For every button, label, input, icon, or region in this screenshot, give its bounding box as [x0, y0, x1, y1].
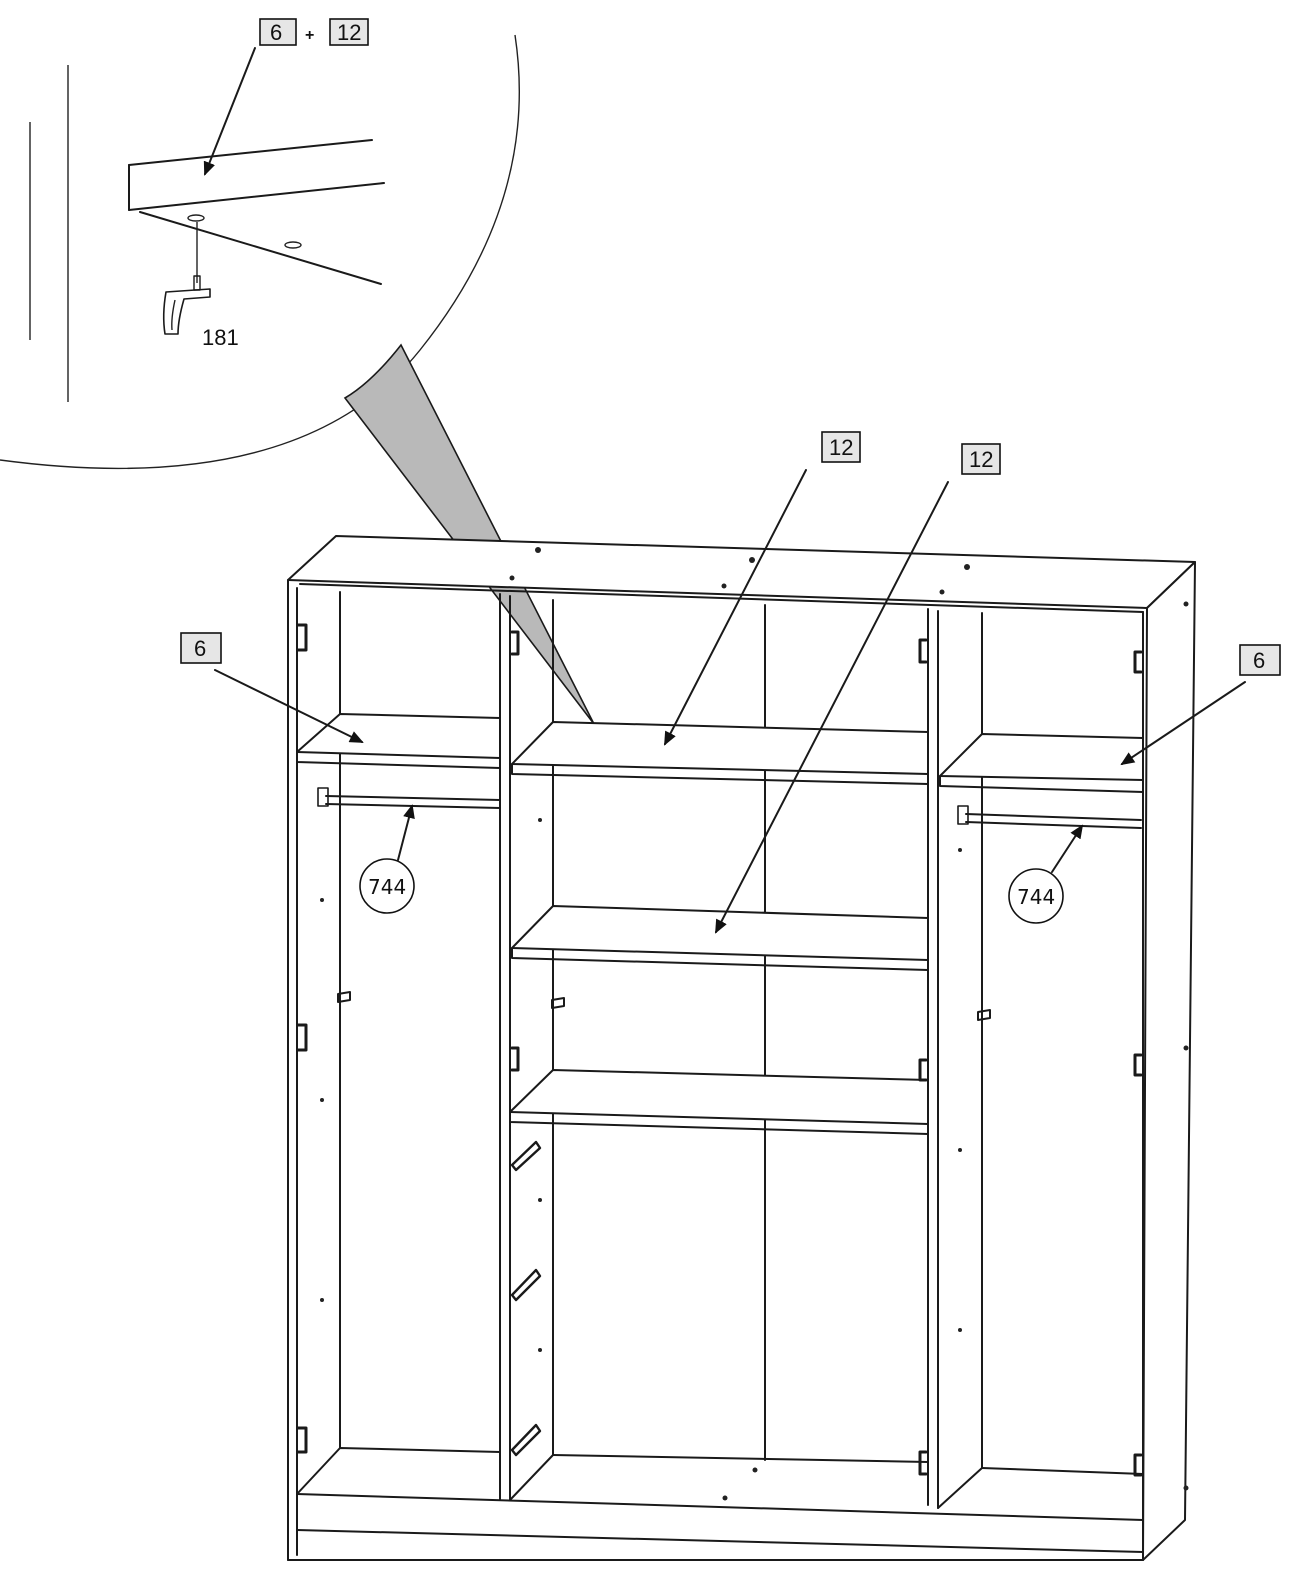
label-12-top-mid: 12: [664, 431, 861, 746]
shelf-right-top: [939, 733, 1144, 793]
label-12-detail: 12: [337, 20, 361, 45]
callout-wedge: [343, 343, 595, 725]
shelf-support-pins: [337, 991, 991, 1021]
shelf-middle-top: [511, 721, 929, 785]
label-6-left: 6: [180, 632, 364, 743]
detail-shelf: [128, 139, 385, 285]
rail-callout-744-right: 744: [1008, 824, 1084, 924]
shelf-support-icon: [162, 222, 211, 335]
drill-holes: [320, 547, 1189, 1501]
label-6-detail: 6: [270, 20, 282, 45]
label-12-top-right: 12: [715, 443, 1001, 934]
svg-text:12: 12: [829, 435, 853, 460]
shelf-middle-2: [511, 905, 929, 971]
plus-sign: +: [305, 27, 314, 44]
svg-text:744: 744: [368, 875, 406, 899]
detail-view: 181 6 + 12: [0, 18, 595, 725]
part-number-181: 181: [202, 325, 239, 350]
rail-callout-744-left: 744: [359, 804, 415, 914]
drawer-runner-icons: [510, 1140, 542, 1457]
svg-text:6: 6: [194, 636, 206, 661]
svg-text:12: 12: [969, 447, 993, 472]
hinge-icons: [296, 623, 1143, 1477]
svg-text:744: 744: [1017, 885, 1055, 909]
label-6-right: 6: [1120, 644, 1281, 766]
svg-text:6: 6: [1253, 648, 1265, 673]
wardrobe-frame: [287, 535, 1196, 1561]
shelf-middle-3: [509, 1069, 929, 1135]
shelf-left-top: [296, 713, 501, 769]
label-box-6-detail: [259, 18, 297, 46]
hanging-rail-left: [317, 787, 501, 809]
detail-circle-edge: [0, 34, 520, 470]
label-box-12-detail: [329, 18, 369, 46]
hanging-rail-right: [957, 805, 1142, 829]
